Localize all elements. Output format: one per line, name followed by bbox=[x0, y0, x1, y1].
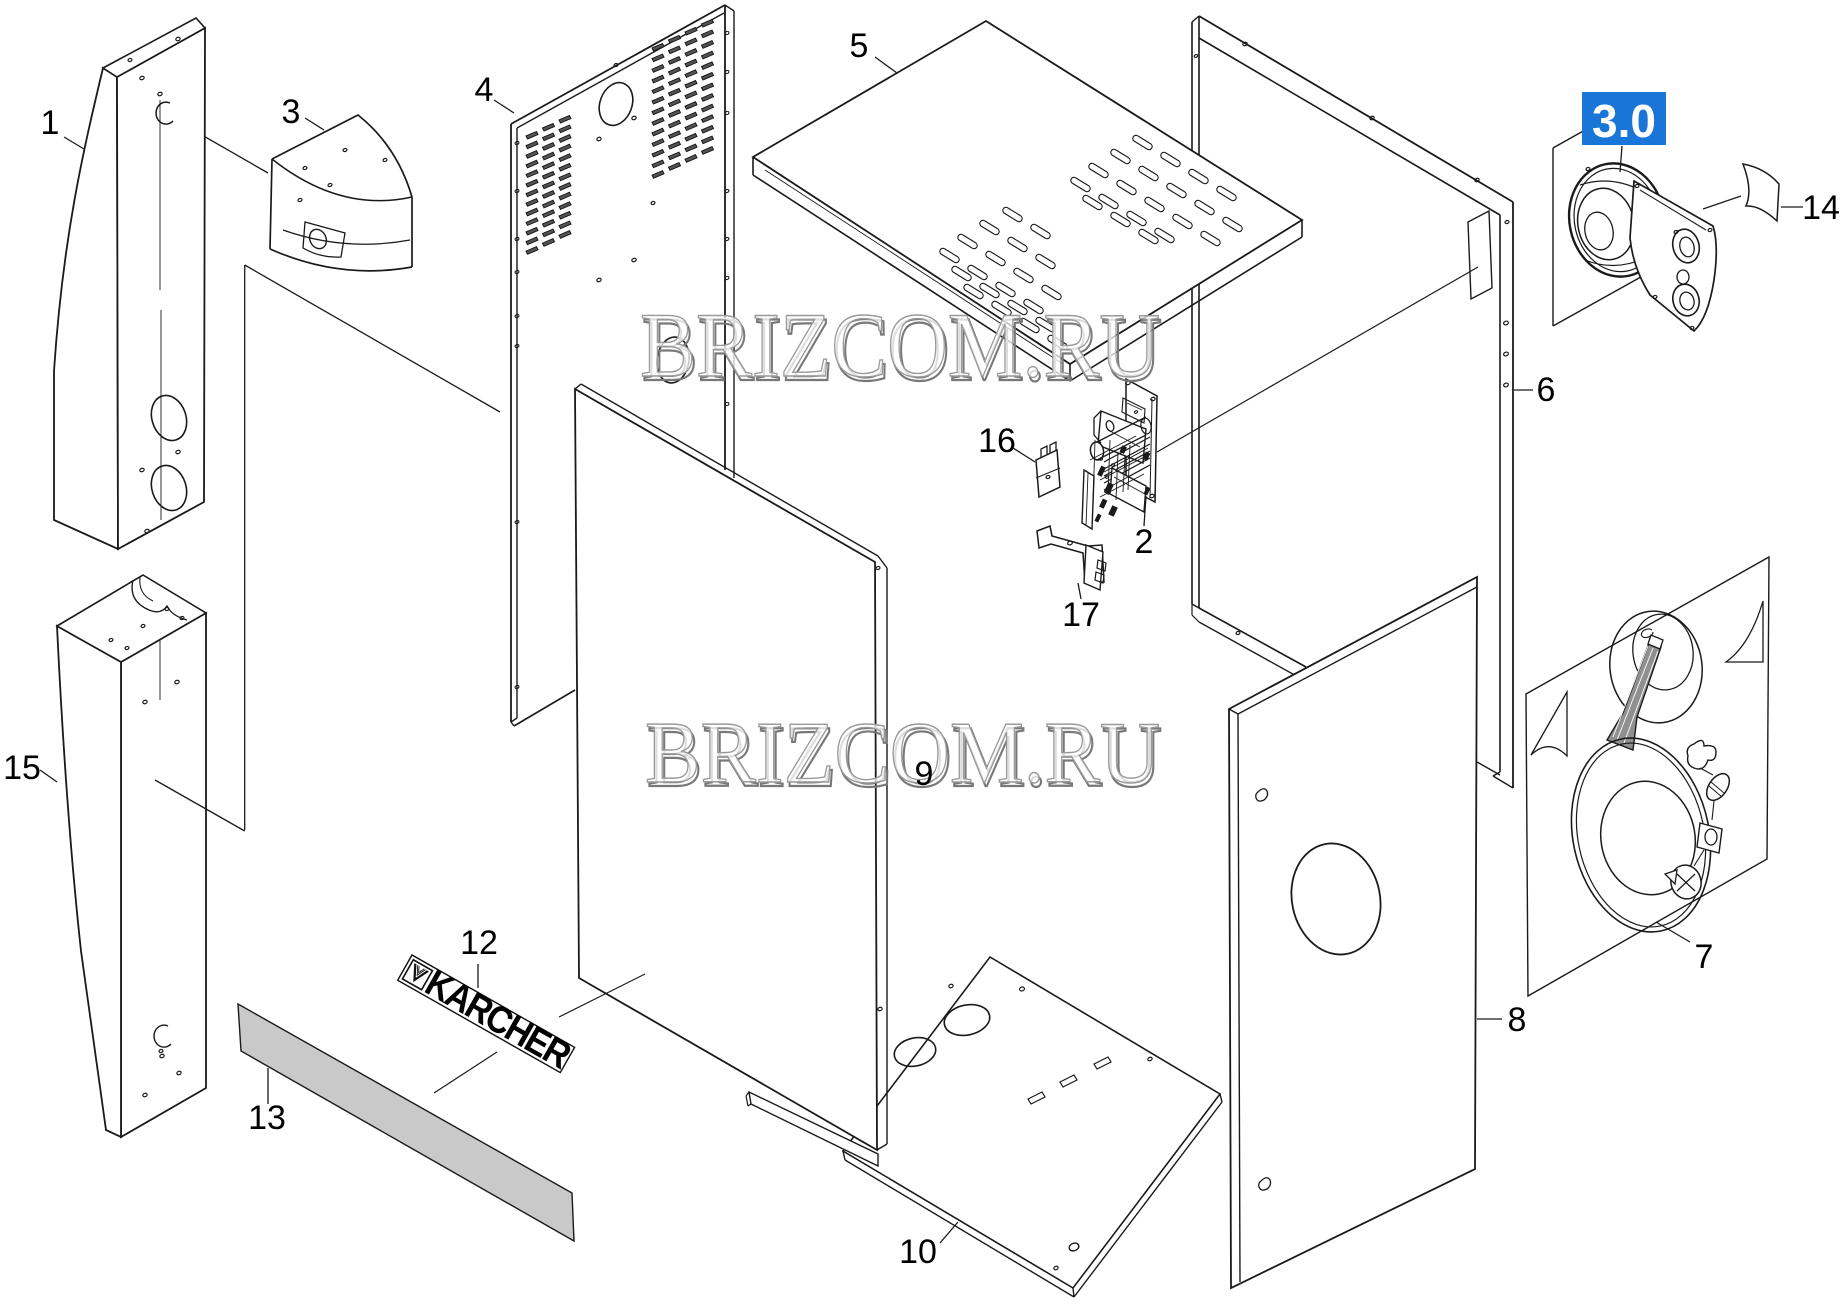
svg-text:14: 14 bbox=[1802, 189, 1840, 227]
svg-text:6: 6 bbox=[1537, 371, 1556, 409]
svg-text:BRIZCOM.RU: BRIZCOM.RU bbox=[640, 294, 1160, 396]
svg-text:7: 7 bbox=[1695, 938, 1714, 976]
svg-text:15: 15 bbox=[3, 749, 41, 787]
svg-text:12: 12 bbox=[460, 924, 498, 962]
svg-text:9: 9 bbox=[915, 755, 934, 793]
svg-text:3.0: 3.0 bbox=[1592, 95, 1656, 147]
svg-text:BRIZCOM.RU: BRIZCOM.RU bbox=[642, 298, 1162, 400]
svg-text:2: 2 bbox=[1135, 523, 1154, 561]
svg-text:10: 10 bbox=[899, 1233, 937, 1271]
svg-text:5: 5 bbox=[850, 27, 869, 65]
svg-text:BRIZCOM.RU: BRIZCOM.RU bbox=[645, 705, 1160, 802]
svg-text:13: 13 bbox=[248, 1099, 286, 1137]
svg-text:16: 16 bbox=[978, 422, 1016, 460]
svg-text:1: 1 bbox=[41, 104, 60, 142]
svg-text:17: 17 bbox=[1062, 596, 1100, 634]
svg-text:BRIZCOM.RU: BRIZCOM.RU bbox=[647, 709, 1162, 806]
svg-text:4: 4 bbox=[475, 71, 494, 109]
svg-text:3: 3 bbox=[282, 93, 301, 131]
svg-text:8: 8 bbox=[1508, 1001, 1527, 1039]
